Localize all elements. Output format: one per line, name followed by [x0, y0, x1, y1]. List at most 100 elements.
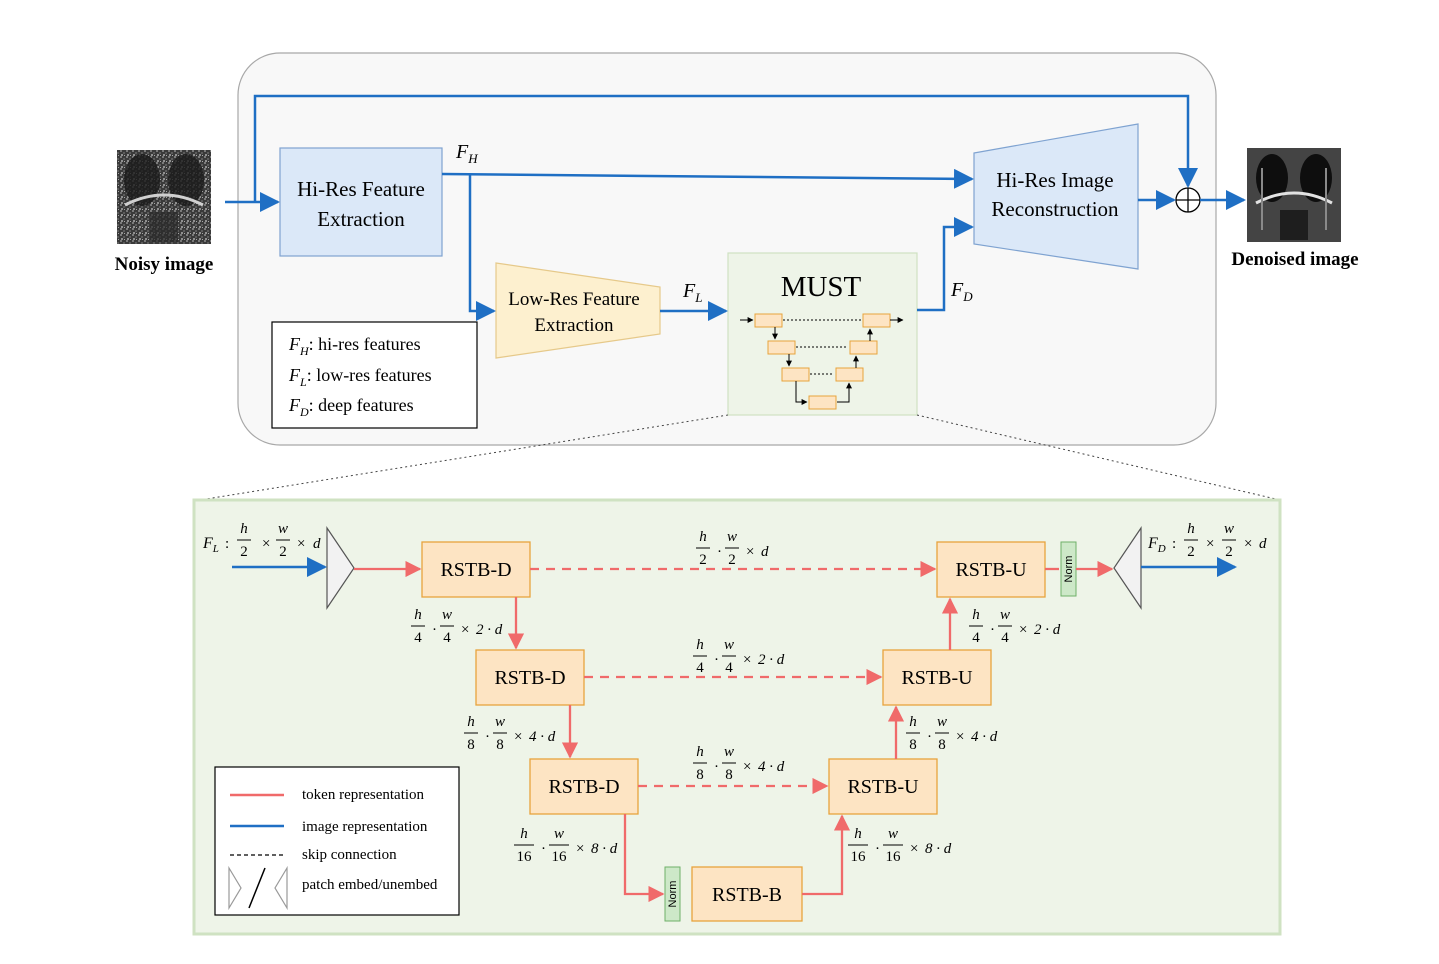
svg-text:·: · [714, 759, 719, 775]
svg-text:×: × [746, 544, 754, 560]
svg-text:8: 8 [467, 737, 475, 753]
svg-text:16: 16 [886, 849, 902, 865]
svg-text:4: 4 [972, 630, 980, 646]
svg-text:4 · d: 4 · d [758, 759, 785, 775]
dim-label-input: FL : h 2 × w 2 × d [202, 521, 321, 560]
svg-text:4: 4 [443, 630, 451, 646]
norm-label-top: Norm [1063, 556, 1075, 583]
top-legend-box [271, 321, 478, 429]
svg-text:h: h [696, 744, 704, 760]
svg-text:w: w [888, 826, 898, 842]
lowres-fe-line1: Low-Res Feature [508, 289, 639, 310]
svg-text:16: 16 [517, 849, 533, 865]
hires-fe-line1: Hi-Res Feature [297, 177, 425, 201]
denoised-image-label: Denoised image [1231, 249, 1358, 270]
dim-label-skip-2: h 4 · w 4 × 2 · d [693, 637, 785, 676]
lowres-feature-extraction-box [495, 262, 661, 359]
svg-text:w: w [1000, 607, 1010, 623]
rstb-u-3-label: RSTB-U [847, 776, 919, 798]
svg-text:·: · [875, 841, 880, 857]
svg-text:h: h [696, 637, 704, 653]
rstb-d-1-label: RSTB-D [440, 559, 511, 581]
zoom-line-right [916, 414, 1281, 501]
svg-text:4: 4 [1001, 630, 1009, 646]
svg-text:2 · d: 2 · d [1034, 622, 1061, 638]
token-flows [354, 560, 1114, 903]
legend-token-label: token representation [302, 787, 425, 803]
svg-text:2: 2 [279, 544, 287, 560]
svg-text:FL: FL [202, 535, 219, 555]
svg-text:4 · d: 4 · d [971, 729, 998, 745]
svg-text:d: d [313, 536, 321, 552]
rstb-u-1-label: RSTB-U [955, 559, 1027, 581]
svg-text:8: 8 [496, 737, 504, 753]
must-mini-unet [740, 313, 904, 410]
svg-text:×: × [576, 841, 584, 857]
denoised-image [1247, 148, 1341, 242]
svg-text:2: 2 [240, 544, 248, 560]
legend-patch-swatch-icon [228, 865, 288, 911]
svg-text:8 · d: 8 · d [925, 841, 952, 857]
svg-text:h: h [467, 714, 475, 730]
recon-line2: Reconstruction [991, 197, 1119, 221]
hires-reconstruction-box [973, 123, 1139, 270]
svg-text:×: × [514, 729, 522, 745]
lowres-fe-line2: Extraction [534, 315, 614, 336]
svg-text:·: · [432, 622, 437, 638]
legend-patch-label: patch embed/unembed [302, 877, 438, 893]
noisy-image [117, 150, 211, 244]
svg-text:×: × [743, 759, 751, 775]
dim-label-down-1: h 4 · w 4 × 2 · d [411, 607, 503, 646]
svg-text:h: h [520, 826, 528, 842]
svg-text:4: 4 [725, 660, 733, 676]
svg-text:×: × [1206, 536, 1214, 552]
dim-label-skip-1: h 2 · w 2 × d [696, 529, 769, 568]
svg-text:×: × [1244, 536, 1252, 552]
rstb-u-3-box [828, 758, 938, 815]
legend-image-label: image representation [302, 819, 428, 835]
must-box [727, 252, 918, 416]
top-legend-fl: FL: low-res features [288, 365, 432, 389]
rstb-d-2-box [475, 649, 585, 706]
svg-text:×: × [262, 536, 270, 552]
svg-text:·: · [927, 729, 932, 745]
noisy-image-label: Noisy image [115, 254, 214, 275]
svg-text:h: h [909, 714, 917, 730]
svg-text:8: 8 [696, 767, 704, 783]
fh-label: FH [455, 141, 478, 166]
svg-text:16: 16 [552, 849, 568, 865]
dim-label-down-3: h 16 · w 16 × 8 · d [514, 826, 618, 865]
svg-text:16: 16 [851, 849, 867, 865]
svg-text:w: w [495, 714, 505, 730]
pipeline-container [237, 52, 1217, 446]
svg-text:w: w [727, 529, 737, 545]
dim-label-up-2: h 8 · w 8 × 4 · d [906, 714, 998, 753]
rstb-u-2-box [882, 649, 992, 706]
svg-text:h: h [972, 607, 980, 623]
hires-feature-extraction-box [279, 147, 443, 257]
svg-text:·: · [714, 652, 719, 668]
svg-text:×: × [1019, 622, 1027, 638]
svg-text:w: w [937, 714, 947, 730]
sum-node-icon [1175, 187, 1201, 213]
svg-text:4: 4 [414, 630, 422, 646]
svg-text:8 · d: 8 · d [591, 841, 618, 857]
svg-text:2: 2 [1225, 544, 1233, 560]
fl-label: FL [682, 280, 702, 305]
svg-text:w: w [724, 637, 734, 653]
svg-text::: : [1172, 536, 1176, 552]
svg-text:w: w [724, 744, 734, 760]
svg-text:h: h [414, 607, 422, 623]
svg-text:2: 2 [1187, 544, 1195, 560]
svg-text:d: d [1259, 536, 1267, 552]
top-legend-fd: FD: deep features [288, 395, 414, 419]
rstb-d-3-label: RSTB-D [548, 776, 619, 798]
svg-text:·: · [541, 841, 546, 857]
legend-skip-label: skip connection [302, 847, 397, 863]
svg-text:4: 4 [696, 660, 704, 676]
svg-text:·: · [717, 544, 722, 560]
svg-text:×: × [956, 729, 964, 745]
rstb-u-1-box [936, 541, 1046, 598]
svg-text::: : [225, 536, 229, 552]
